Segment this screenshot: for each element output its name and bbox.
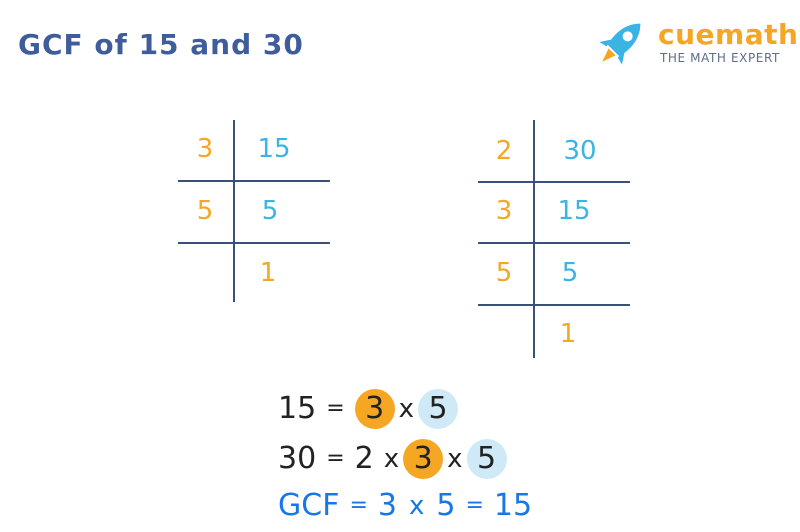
division-ladder-15: 3 15 5 5 1 — [178, 120, 332, 305]
ladder-divisor: 3 — [196, 134, 214, 164]
equals-sign: = — [465, 492, 484, 518]
gcf-label: GCF — [278, 487, 340, 523]
ladder-value: 5 — [261, 196, 279, 226]
ladder-value: 30 — [563, 136, 597, 166]
ladder-divider-horizontal — [178, 242, 330, 244]
ladder-divisor: 5 — [196, 196, 214, 226]
ladder-quotient: 1 — [559, 319, 577, 349]
gcf-value: 15 — [493, 487, 533, 523]
ladder-divisor: 2 — [495, 136, 513, 166]
times-sign: x — [383, 443, 400, 474]
equals-sign: = — [326, 395, 345, 421]
prime-factor-2: 2 — [354, 440, 374, 476]
gcf-factor: 3 — [377, 487, 397, 523]
ladder-value: 5 — [561, 258, 579, 288]
times-sign: x — [408, 490, 425, 521]
gcf-factor: 5 — [436, 487, 456, 523]
common-factor-5: 5 — [466, 438, 507, 479]
times-sign: x — [398, 393, 415, 424]
brand-name: cuemath — [658, 18, 799, 51]
ladder-divisor: 3 — [495, 196, 513, 226]
equals-sign: = — [349, 492, 368, 518]
brand-tagline: THE MATH EXPERT — [660, 51, 780, 65]
times-sign: x — [447, 443, 463, 474]
ladder-value: 15 — [257, 134, 291, 164]
ladder-divider-horizontal — [478, 304, 630, 306]
division-ladder-30: 2 30 3 15 5 5 1 — [478, 120, 632, 360]
equation-lhs: 15 — [278, 390, 317, 426]
ladder-divider-horizontal — [478, 181, 630, 183]
rocket-icon — [599, 23, 641, 65]
equals-sign: = — [326, 445, 345, 471]
ladder-divider-horizontal — [178, 180, 330, 182]
common-factor-3: 3 — [354, 388, 395, 429]
common-factor-3: 3 — [403, 438, 444, 479]
ladder-divider-vertical — [533, 120, 535, 358]
ladder-divider-horizontal — [478, 242, 630, 244]
cuemath-logo: cuemath THE MATH EXPERT — [592, 12, 798, 72]
page-title: GCF of 15 and 30 — [18, 28, 304, 61]
ladder-divider-vertical — [233, 120, 235, 302]
ladder-quotient: 1 — [259, 258, 277, 288]
common-factor-5: 5 — [418, 388, 459, 429]
ladder-divisor: 5 — [495, 258, 513, 288]
ladder-value: 15 — [557, 196, 591, 226]
equation-lhs: 30 — [278, 440, 317, 476]
